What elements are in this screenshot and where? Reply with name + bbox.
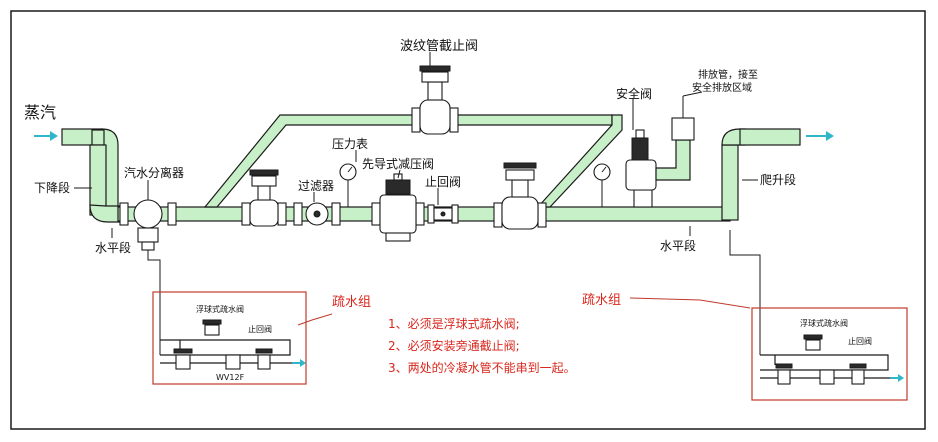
- outer-frame: [10, 10, 926, 430]
- pilot-pressure-reducer: [371, 173, 425, 242]
- note-3: 3、两处的冷凝水管不能串到一起。: [388, 360, 576, 375]
- label-trap-group-right: 疏水组: [582, 293, 621, 308]
- label-horizontal-right: 水平段: [660, 238, 696, 253]
- note-1: 1、必须是浮球式疏水阀;: [388, 316, 520, 331]
- leader-lines: [74, 52, 758, 326]
- label-trap-right-float: 浮球式疏水阀: [800, 318, 848, 328]
- label-down-section: 下降段: [34, 180, 70, 195]
- label-rising-section: 爬升段: [760, 172, 796, 187]
- label-horizontal-left: 水平段: [95, 240, 131, 255]
- label-steam: 蒸汽: [24, 103, 56, 122]
- outlet-stop-valve: [493, 162, 547, 230]
- label-safety-valve: 安全阀: [616, 86, 652, 101]
- label-bellows-valve: 波纹管截止阀: [400, 39, 478, 54]
- label-separator: 汽水分离器: [124, 165, 184, 180]
- label-drain-note-2: 安全排放区域: [692, 81, 752, 94]
- label-strainer: 过滤器: [298, 179, 334, 193]
- label-trap-left-check: 止回阀: [248, 324, 272, 334]
- note-2: 2、必须安装旁通截止阀;: [388, 338, 520, 353]
- check-valve-main: [427, 204, 459, 224]
- label-drain-note-1: 排放管，接至: [698, 68, 758, 81]
- trap-group-right-box: [751, 307, 908, 401]
- inlet-stop-valve: [241, 169, 287, 227]
- steam-inlet-arrow: [34, 131, 58, 141]
- safety-valve: [625, 96, 695, 208]
- left-drain-line: [147, 250, 161, 355]
- trap-group-left-box: [152, 291, 307, 385]
- label-pressure-gauge: 压力表: [332, 137, 368, 151]
- strainer: [293, 202, 341, 226]
- label-pilot-reducer: 先导式减压阀: [362, 157, 434, 171]
- label-check-valve: 止回阀: [425, 175, 461, 189]
- label-trap-left-float: 浮球式疏水阀: [196, 304, 244, 314]
- bellows-stop-valve: [411, 65, 459, 135]
- trap-group-right: [751, 307, 908, 401]
- label-trap-left-model: WV12F: [216, 373, 245, 382]
- pressure-gauge-left: [339, 163, 357, 207]
- right-drain-line: [729, 230, 761, 355]
- label-trap-right-check: 止回阀: [848, 336, 872, 346]
- steam-separator: [119, 199, 177, 251]
- steam-outlet-arrow: [806, 131, 834, 141]
- label-trap-group-left: 疏水组: [332, 295, 371, 310]
- pressure-gauge-right: [593, 163, 611, 207]
- trap-group-left: [152, 291, 307, 385]
